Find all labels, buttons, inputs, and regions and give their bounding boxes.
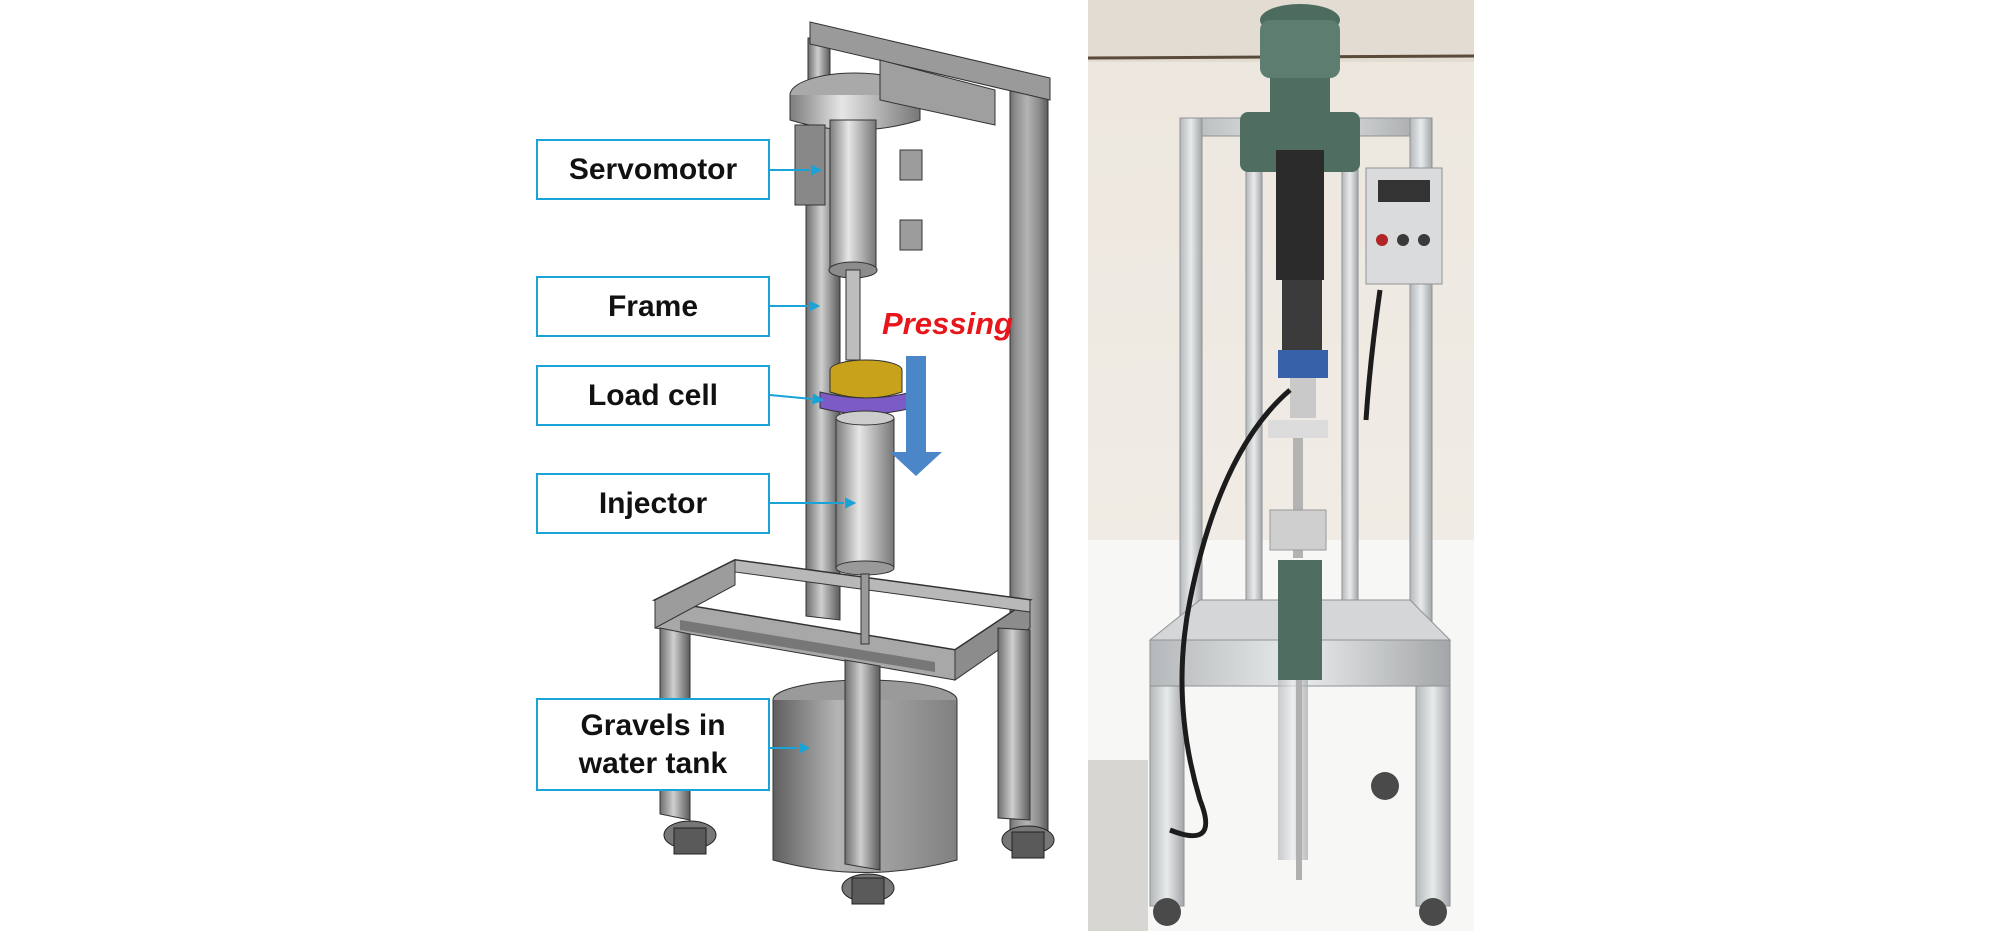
servomotor-assembly — [789, 59, 996, 361]
injector — [835, 410, 895, 645]
label-servomotor: Servomotor — [536, 139, 770, 200]
label-injector-text: Injector — [598, 486, 708, 520]
label-injector: Injector — [536, 473, 770, 534]
label-gravels: Gravels in water tank — [536, 698, 770, 791]
pressing-label: Pressing — [882, 306, 1013, 341]
label-servomotor-text: Servomotor — [568, 152, 738, 186]
label-frame: Frame — [536, 276, 770, 337]
label-load-cell: Load cell — [536, 365, 770, 426]
pressing-arrow — [890, 356, 942, 476]
frame-top-beam — [809, 21, 1051, 101]
load-cell — [819, 359, 913, 415]
leader-lines — [769, 164, 857, 754]
label-gravels-text: Gravels in water tank — [578, 708, 728, 780]
label-load-cell-text: Load cell — [587, 378, 719, 412]
label-frame-text: Frame — [607, 289, 699, 323]
